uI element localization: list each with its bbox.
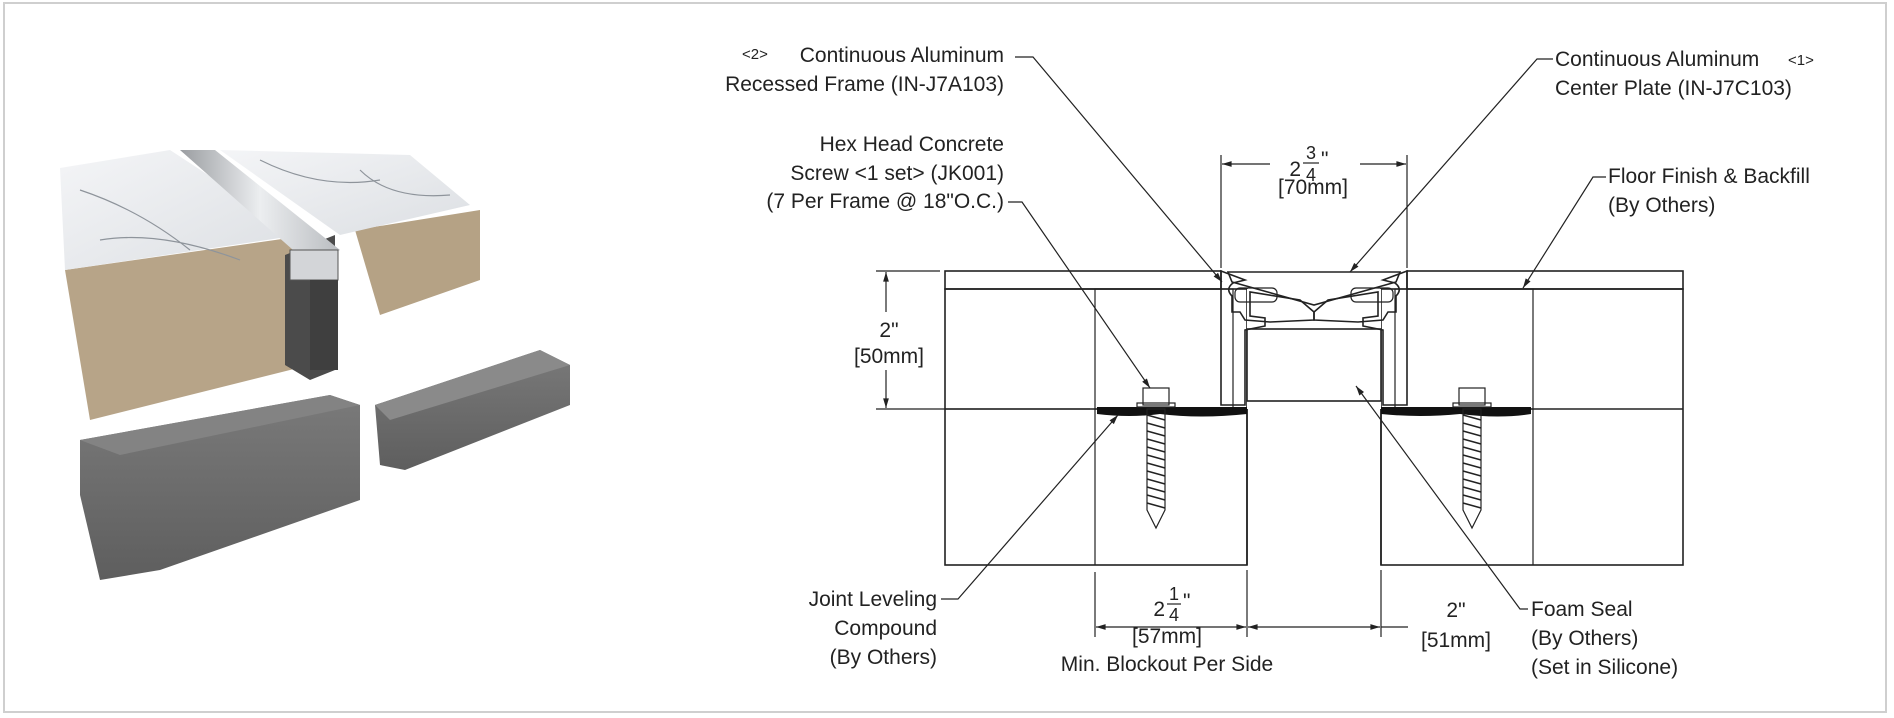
leader-screw: [1008, 201, 1151, 389]
callout-level-line3: (By Others): [830, 646, 937, 669]
callout-plate-line1: Continuous Aluminum: [1555, 48, 1759, 71]
callout-screw-line2: Screw <1 set> (JK001): [790, 162, 1004, 185]
dim-blockout-metric: [57mm]: [1132, 625, 1202, 648]
dim-blockout-note: Min. Blockout Per Side: [1061, 653, 1273, 676]
callout-foam-line1: Foam Seal: [1531, 598, 1633, 621]
dim-blockout-num: 1: [1169, 584, 1179, 604]
clip-right: [1350, 287, 1394, 303]
callout-plate-tag: <1>: [1788, 52, 1814, 69]
concrete-slab-right-top: [375, 350, 570, 420]
dim-blockout-den: 4: [1169, 605, 1179, 625]
callout-foam-line2: (By Others): [1531, 627, 1638, 650]
floor-finish-band-left: [944, 270, 1222, 290]
screw-right: [1452, 387, 1492, 530]
dim-top-num: 3: [1306, 143, 1316, 163]
callout-screw-line1: Hex Head Concrete: [820, 133, 1004, 156]
dim-depth-metric: [50mm]: [854, 345, 924, 368]
callout-frame-line1: Continuous Aluminum: [800, 44, 1004, 67]
dim-depth-imperial: 2": [879, 319, 898, 342]
screw-left: [1136, 387, 1176, 530]
callout-level-line2: Compound: [834, 617, 937, 640]
recessed-frame-left: [1220, 269, 1315, 406]
leader-foam: [1355, 385, 1528, 610]
leader-finish: [1522, 176, 1606, 289]
leader-frame: [1015, 56, 1223, 283]
dim-top-unit: ": [1321, 148, 1328, 171]
aluminum-center-plate: [180, 150, 340, 265]
leader-plate: [1349, 58, 1553, 273]
leader-level: [941, 414, 1119, 600]
leveling-compound-right: [1381, 407, 1531, 417]
callout-foam-line3: (Set in Silicone): [1531, 656, 1678, 679]
callout-frame-tag: <2>: [742, 46, 768, 63]
callout-screw-line3: (7 Per Frame @ 18"O.C.): [766, 190, 1004, 213]
marble-left: [60, 150, 300, 270]
marble-veins: [79, 159, 451, 261]
callout-level-line1: Joint Leveling: [809, 588, 937, 611]
dim-blockout-whole: 2: [1153, 598, 1165, 621]
callout-finish-line1: Floor Finish & Backfill: [1608, 165, 1810, 188]
dim-top-whole: 2: [1289, 158, 1301, 181]
floor-finish-band-right: [1406, 270, 1684, 290]
dim-top-den: 4: [1306, 165, 1316, 185]
blockout-backfill-right: [1394, 288, 1534, 410]
backfill-left: [65, 235, 310, 420]
blockout-backfill-left: [1094, 288, 1234, 410]
dim-blockout-unit: ": [1183, 590, 1190, 613]
callout-plate-line2: Center Plate (IN-J7C103): [1555, 77, 1792, 100]
concrete-slab-left-top: [80, 395, 360, 455]
foam-seal: [1246, 328, 1382, 402]
dim-gap-metric: [51mm]: [1421, 629, 1491, 652]
marble-right: [220, 150, 470, 235]
aluminum-profile-end: [289, 249, 339, 281]
dim-top-metric: [70mm]: [1278, 176, 1348, 199]
callout-frame-line2: Recessed Frame (IN-J7A103): [725, 73, 1004, 96]
concrete-block-right: [1380, 288, 1684, 566]
recessed-frame-right: [1313, 269, 1408, 406]
concrete-slab-right: [375, 350, 570, 470]
leveling-compound-left: [1097, 407, 1247, 417]
image-frame: [3, 2, 1887, 713]
callout-finish-line2: (By Others): [1608, 194, 1715, 217]
backfill-right: [355, 210, 480, 315]
center-plate: [1226, 271, 1402, 306]
clip-left: [1234, 287, 1278, 303]
concrete-block-left: [944, 288, 1248, 566]
joint-3d-render: [60, 150, 570, 580]
dim-gap-imperial: 2": [1446, 599, 1465, 622]
